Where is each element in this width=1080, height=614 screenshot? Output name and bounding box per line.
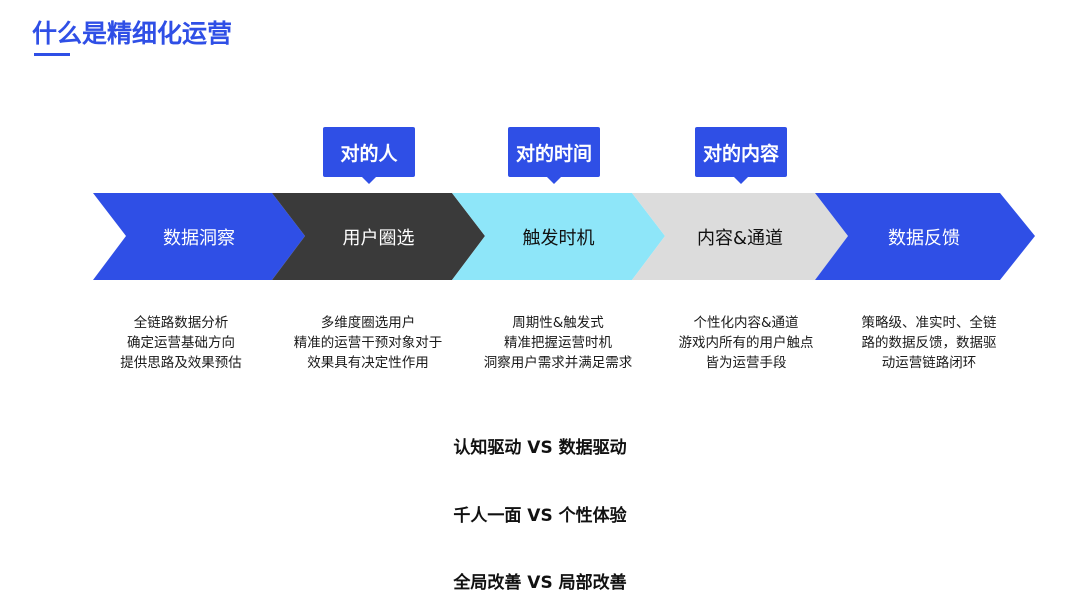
arrow-step-4 bbox=[632, 193, 848, 280]
step-description-data-feedback: 策略级、准实时、全链 路的数据反馈，数据驱 动运营链路闭环 bbox=[834, 313, 1024, 373]
description-line: 效果具有决定性作用 bbox=[307, 355, 429, 371]
step-description-data-insight: 全链路数据分析 确定运营基础方向 提供思路及效果预估 bbox=[86, 313, 276, 373]
comparison-global-vs-local: 全局改善 VS 局部改善 bbox=[453, 573, 627, 593]
description-line: 路的数据反馈，数据驱 bbox=[861, 335, 997, 351]
step-description-content-channel: 个性化内容&通道 游戏内所有的用户触点 皆为运营手段 bbox=[651, 313, 841, 373]
callout-right-people: 对的人 bbox=[323, 127, 415, 184]
step-label-content-channel: 内容&通道 bbox=[696, 228, 784, 249]
step-label-user-selection: 用户圈选 bbox=[342, 228, 415, 249]
step-description-trigger-timing: 周期性&触发式 精准把握运营时机 洞察用户需求并满足需求 bbox=[463, 313, 653, 373]
step-label-trigger-timing: 触发时机 bbox=[522, 228, 595, 249]
description-line: 策略级、准实时、全链 bbox=[861, 315, 997, 331]
description-line: 个性化内容&通道 bbox=[693, 315, 799, 331]
step-description-user-selection: 多维度圈选用户 精准的运营干预对象对于 效果具有决定性作用 bbox=[273, 313, 463, 373]
description-line: 动运营链路闭环 bbox=[881, 355, 977, 371]
description-line: 游戏内所有的用户触点 bbox=[678, 335, 814, 351]
description-line: 精准的运营干预对象对于 bbox=[293, 335, 443, 351]
comparison-uniform-vs-personalized: 千人一面 VS 个性体验 bbox=[453, 506, 627, 526]
step-label-data-feedback: 数据反馈 bbox=[888, 228, 960, 249]
description-line: 全链路数据分析 bbox=[133, 315, 229, 331]
description-line: 确定运营基础方向 bbox=[127, 335, 235, 351]
comparison-cognition-vs-data: 认知驱动 VS 数据驱动 bbox=[453, 438, 627, 458]
page-title: 什么是精细化运营 bbox=[32, 19, 233, 48]
description-line: 精准把握运营时机 bbox=[504, 335, 612, 351]
description-line: 提供思路及效果预估 bbox=[120, 355, 242, 371]
arrow-step-2 bbox=[272, 193, 485, 280]
description-line: 洞察用户需求并满足需求 bbox=[483, 355, 633, 371]
callout-right-time: 对的时间 bbox=[508, 127, 600, 184]
step-label-data-insight: 数据洞察 bbox=[163, 228, 235, 249]
description-line: 皆为运营手段 bbox=[705, 355, 787, 371]
title-underline bbox=[34, 53, 70, 56]
arrow-step-3 bbox=[452, 193, 665, 280]
description-line: 周期性&触发式 bbox=[512, 315, 604, 331]
callout-right-content: 对的内容 bbox=[695, 127, 787, 184]
arrow-step-5 bbox=[815, 193, 1035, 280]
arrow-step-1 bbox=[93, 193, 305, 280]
description-line: 多维度圈选用户 bbox=[320, 315, 416, 331]
